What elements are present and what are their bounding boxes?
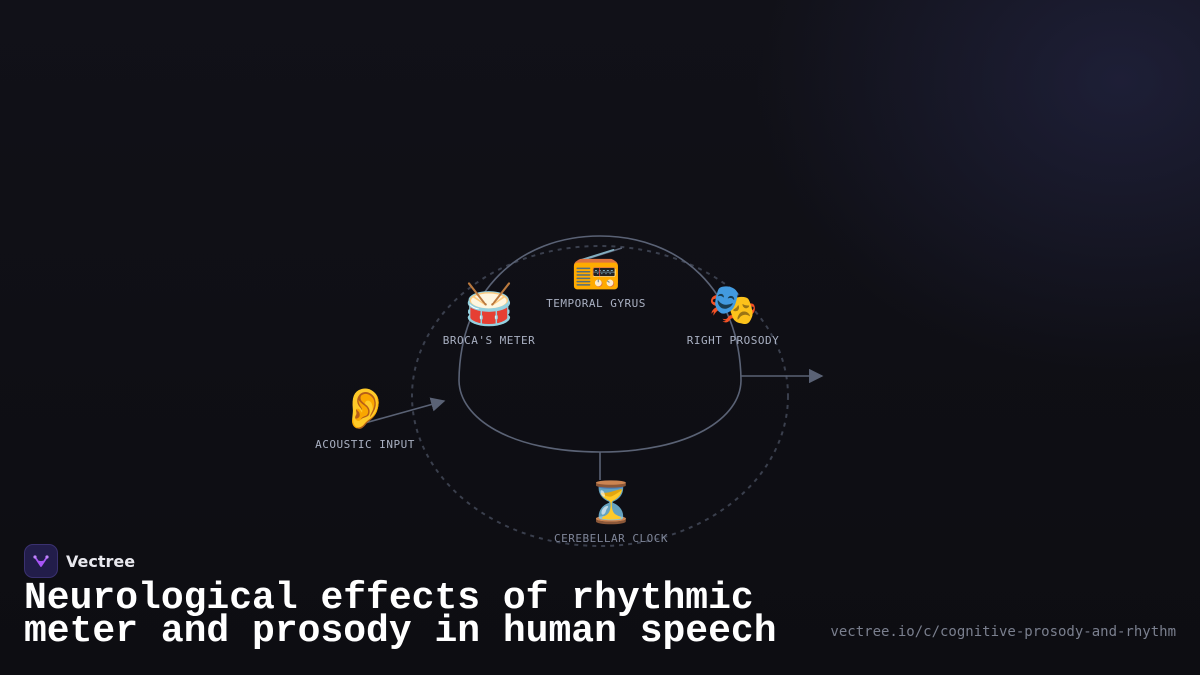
node-label: TEMPORAL GYRUS (546, 297, 646, 310)
ear-icon: 👂 (340, 386, 390, 432)
page-title: Neurological effects of rhythmic meter a… (24, 577, 777, 653)
drum-icon: 🥁 (464, 282, 514, 328)
node-temporal-gyrus: 📻 TEMPORAL GYRUS (546, 245, 646, 310)
node-label: RIGHT PROSODY (686, 334, 780, 347)
node-label: CEREBELLAR CLOCK (554, 532, 668, 545)
node-label: BROCA'S METER (442, 334, 536, 347)
solid-loop (458, 235, 742, 453)
temporal-connector (589, 247, 623, 259)
theater-masks-icon: 🎭 (708, 282, 758, 328)
hourglass-icon: ⏳ (586, 480, 636, 526)
tree-branch-icon (24, 544, 58, 578)
node-brocas-meter: 🥁 BROCA'S METER (443, 282, 536, 347)
node-acoustic-input: 👂 ACOUSTIC INPUT (315, 386, 415, 451)
node-cerebellar-clock: ⏳ CEREBELLAR CLOCK (554, 480, 668, 545)
node-right-prosody: 🎭 RIGHT PROSODY (687, 282, 780, 347)
page-url[interactable]: vectree.io/c/cognitive-prosody-and-rhyth… (830, 624, 1176, 640)
brand[interactable]: Vectree (24, 544, 135, 578)
dashed-loop (411, 245, 789, 547)
brand-name: Vectree (66, 551, 136, 571)
input-arrow (364, 397, 446, 424)
radio-icon: 📻 (571, 245, 621, 291)
node-label: ACOUSTIC INPUT (315, 438, 415, 451)
